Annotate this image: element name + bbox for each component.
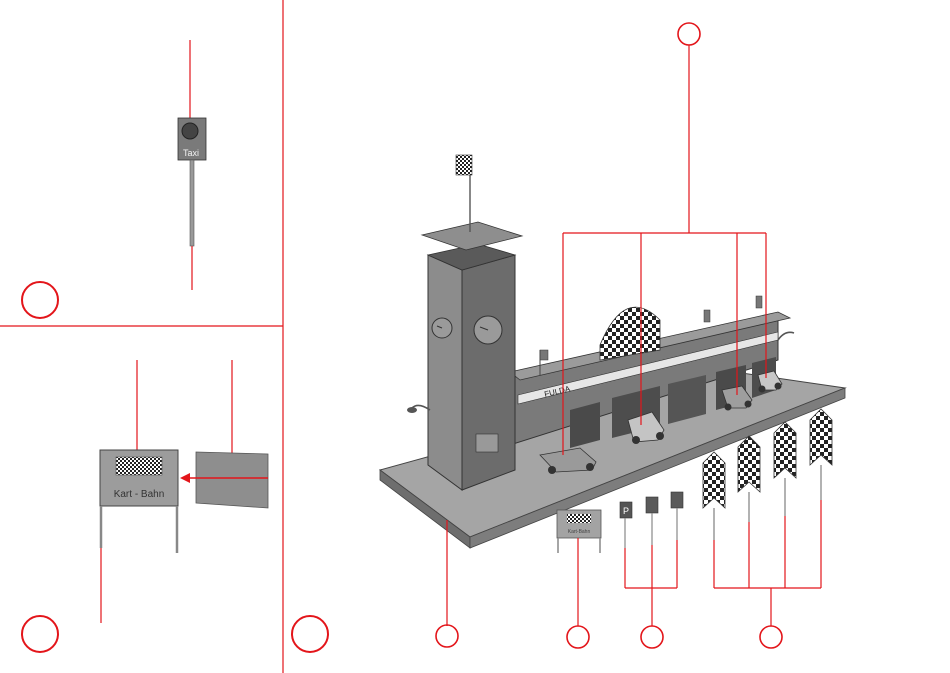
small-sign-board — [646, 497, 658, 513]
callout-circle-icon — [22, 282, 58, 318]
checkered-flag-icon — [116, 457, 162, 475]
checkered-flag-icon — [456, 155, 472, 175]
callout-circle-icon — [641, 626, 663, 648]
parking-sign-text: P — [623, 506, 629, 516]
panel-main: FULDA — [292, 23, 845, 652]
panel-top-left: Taxi — [22, 40, 206, 318]
tower-left-face — [428, 255, 462, 490]
tower-right-face — [462, 255, 515, 490]
callout-circle-icon — [567, 626, 589, 648]
taxi-sign-text: Taxi — [183, 148, 199, 158]
arrow-head-icon — [180, 473, 190, 483]
small-sign-text: Kart-Bahn — [568, 529, 591, 535]
panel-bottom-left: Kart - Bahn — [22, 360, 268, 652]
garage-opening — [570, 402, 600, 448]
kartbahn-sign-text: Kart - Bahn — [114, 489, 165, 500]
checkered-flag-icon — [567, 514, 591, 523]
roof-flag — [756, 296, 762, 308]
lamp-arm — [778, 332, 794, 340]
callout-circle-icon — [760, 626, 782, 648]
taxi-sign-emblem — [182, 123, 198, 139]
callout-circle-icon — [678, 23, 700, 45]
tower-roof-plate — [422, 222, 522, 250]
lamp-head — [407, 407, 417, 413]
callout-circle-icon — [292, 616, 328, 652]
taxi-sign-pole — [190, 160, 194, 246]
checkered-banner-4 — [810, 409, 832, 500]
small-sign-board — [671, 492, 683, 508]
kart-4 — [758, 371, 782, 393]
callout-circle-icon — [436, 625, 458, 647]
callout-circle-icon — [22, 616, 58, 652]
roof-flag — [540, 350, 548, 360]
roof-flag — [704, 310, 710, 322]
checkered-banner-1 — [703, 452, 725, 540]
sign-back-panel — [196, 452, 268, 508]
checkered-banner-2 — [738, 436, 760, 522]
tower-emblem — [476, 434, 498, 452]
checkered-banner-3 — [774, 422, 796, 516]
